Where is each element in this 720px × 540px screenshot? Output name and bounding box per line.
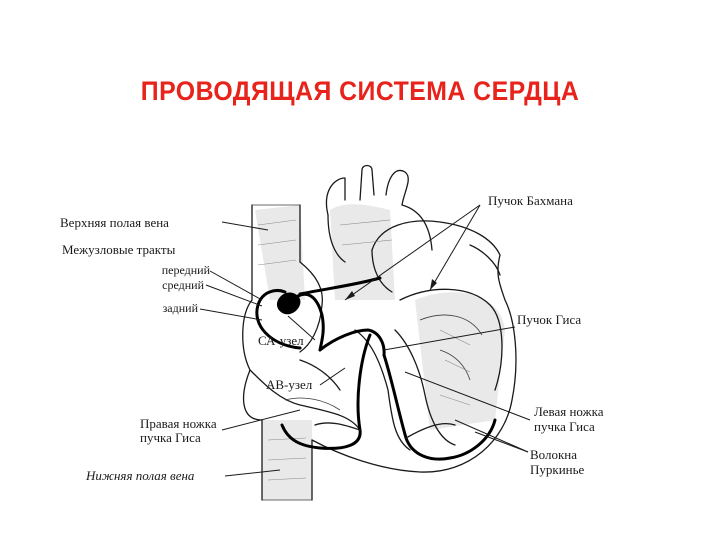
anterior-tract xyxy=(296,292,325,352)
page-title: ПРОВОДЯЩАЯ СИСТЕМА СЕРДЦА xyxy=(140,76,580,106)
bachmann-bundle xyxy=(298,276,382,296)
label-ivc: Нижняя полая вена xyxy=(85,468,195,483)
label-anterior: передний xyxy=(162,263,211,277)
label-sa-node: СА-узел xyxy=(258,333,304,348)
label-right-bundle-2: пучка Гиса xyxy=(140,430,201,445)
label-left-bundle-2: пучка Гиса xyxy=(534,419,595,434)
label-internodal: Межузловые тракты xyxy=(62,242,176,257)
left-bundle-branch xyxy=(382,353,497,461)
label-svc: Верхняя полая вена xyxy=(60,215,169,230)
label-purkinje-1: Волокна xyxy=(530,447,577,462)
label-purkinje-2: Пуркинье xyxy=(530,462,585,477)
label-left-bundle-1: Левая ножка xyxy=(534,404,604,419)
label-bachmann: Пучок Бахмана xyxy=(488,193,573,208)
his-bundle xyxy=(318,328,386,357)
label-middle: средний xyxy=(162,278,204,292)
conduction-pathways xyxy=(255,276,497,461)
label-his-bundle: Пучок Гиса xyxy=(517,312,581,327)
label-right-bundle-1: Правая ножка xyxy=(140,416,217,431)
posterior-tract xyxy=(256,289,287,307)
labels: Верхняя полая вена Межузловые тракты пер… xyxy=(60,193,604,483)
internodal-loop xyxy=(255,303,302,350)
heart-illustration xyxy=(242,164,517,501)
sa-node-mark xyxy=(276,292,301,315)
leader-lines xyxy=(199,204,531,477)
label-av-node: АВ-узел xyxy=(266,377,313,392)
right-bundle-branch xyxy=(280,333,372,450)
label-posterior: задний xyxy=(163,301,199,315)
